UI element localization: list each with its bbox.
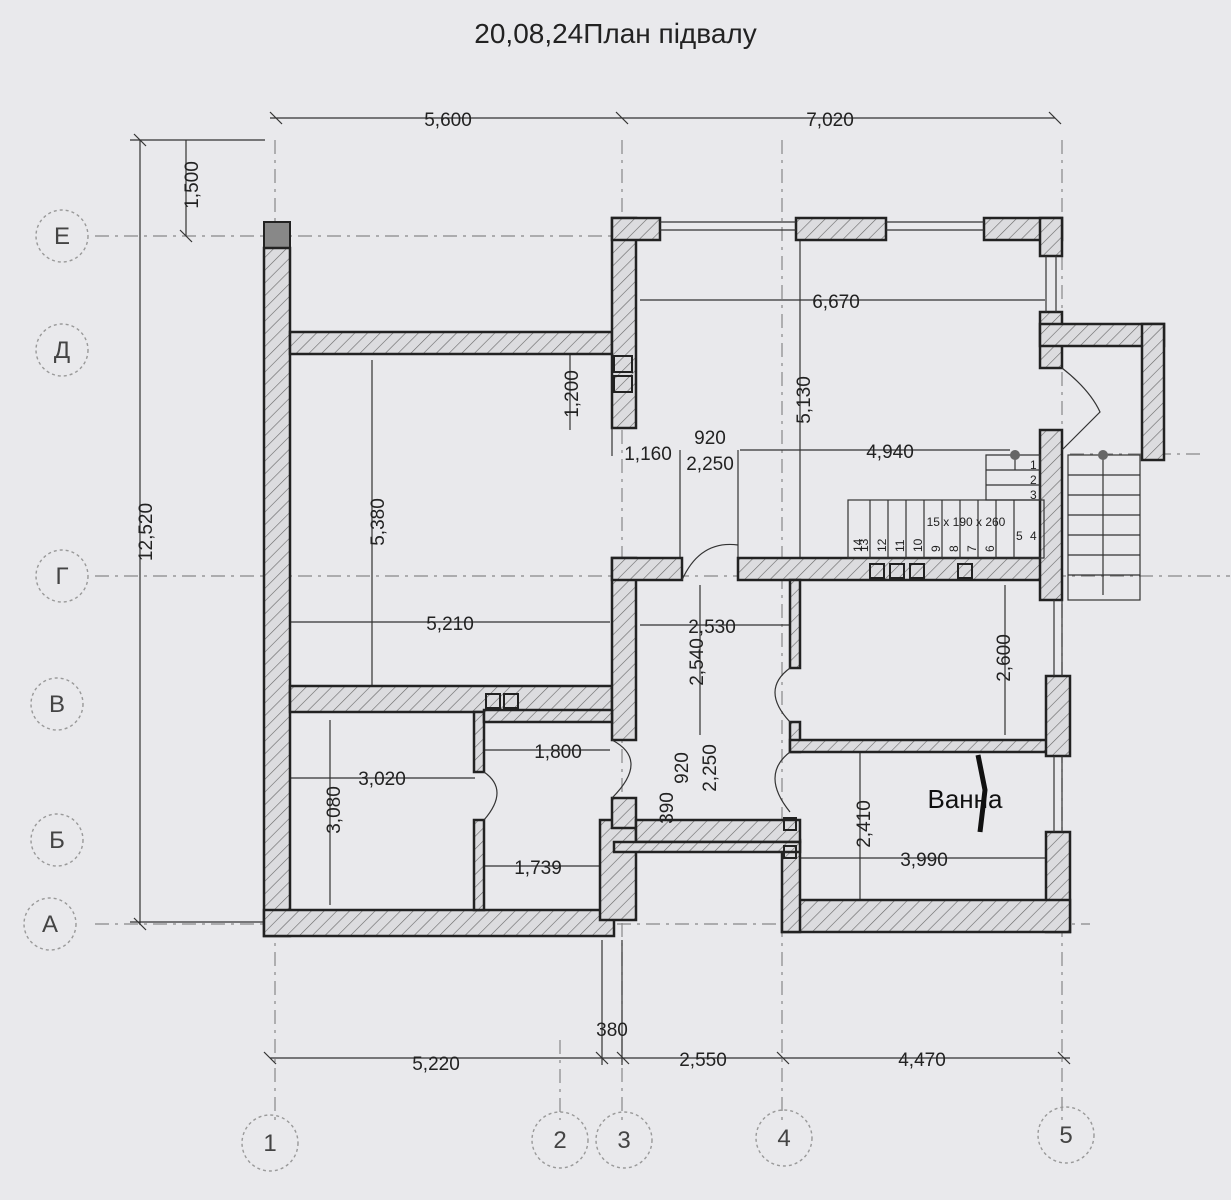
- dim-920b: 920: [672, 752, 693, 784]
- stair-step-1: 1: [1030, 458, 1037, 472]
- stair-step-4: 4: [1030, 529, 1037, 543]
- page-title: 20,08,24План підвалу: [474, 18, 757, 49]
- dim-hall-lower: 4,940: [866, 442, 914, 463]
- dim-small-room-width: 3,020: [358, 769, 406, 790]
- stair-step-5: 5: [1016, 529, 1023, 543]
- pen-mark: [975, 754, 988, 833]
- stair-step-8: 8: [947, 545, 961, 552]
- dim-closet-lower: 1,739: [514, 858, 562, 879]
- dim-top-left: 5,600: [424, 110, 472, 131]
- axis-row-b: Б: [49, 827, 65, 854]
- stair-step-13: 13: [857, 538, 871, 552]
- windows: [660, 221, 1063, 832]
- walls: [262, 216, 1166, 938]
- axis-col-5: 5: [1059, 1122, 1072, 1149]
- stair-step-9: 9: [929, 545, 943, 552]
- stairs-spec: 15 x 190 x 260: [927, 515, 1006, 529]
- dim-bottom-b: 380: [596, 1020, 628, 1041]
- axis-row-a: А: [42, 911, 58, 938]
- stair-step-11: 11: [893, 539, 907, 552]
- dim-bath-width: 3,990: [900, 850, 948, 871]
- axis-row-d: Д: [54, 337, 70, 364]
- dim-920a: 920: [694, 428, 726, 449]
- dim-room-big-height: 5,380: [368, 498, 389, 546]
- dim-390: 390: [657, 792, 678, 824]
- dimension-lines: [130, 111, 1071, 1065]
- stair-step-2: 2: [1030, 473, 1037, 487]
- stair-step-12: 12: [875, 538, 889, 552]
- staircase: [847, 450, 1141, 601]
- dim-2250b: 2,250: [700, 744, 721, 792]
- dim-bottom-d: 4,470: [898, 1050, 946, 1071]
- dim-left-overall: 12,520: [136, 503, 157, 561]
- axis-col-2: 2: [553, 1127, 566, 1154]
- stair-step-3: 3: [1030, 488, 1037, 502]
- axis-row-e: Е: [54, 223, 70, 250]
- axis-col-4: 4: [777, 1125, 790, 1152]
- dim-hall-width: 6,670: [812, 292, 860, 313]
- dim-bath-height: 2,410: [854, 800, 875, 848]
- dim-hall-height: 5,130: [794, 376, 815, 424]
- dim-small-room-height: 3,080: [324, 786, 345, 834]
- axis-row-v: В: [49, 691, 65, 718]
- vent-ducts: [485, 355, 973, 859]
- doors: [483, 367, 1101, 821]
- axis-col-3: 3: [617, 1127, 630, 1154]
- room-label-bath: Ванна: [928, 784, 1004, 814]
- axis-row-g: Г: [56, 563, 69, 590]
- dim-closet-width: 1,800: [534, 742, 582, 763]
- axis-markers: [23, 209, 1095, 1172]
- stair-step-14: 14: [851, 538, 865, 552]
- dim-bottom-a: 5,220: [412, 1054, 460, 1075]
- dim-room-right-height: 2,600: [994, 634, 1015, 682]
- stair-step-7: 7: [965, 545, 979, 552]
- axis-col-1: 1: [263, 1130, 276, 1157]
- stair-step-10: 10: [911, 538, 925, 552]
- dim-corr-height: 2,540: [687, 638, 708, 686]
- dim-top-right: 7,020: [806, 110, 854, 131]
- dim-left-top: 1,500: [182, 161, 203, 209]
- dim-niche: 1,200: [562, 370, 583, 418]
- dim-1160: 1,160: [624, 444, 672, 465]
- dim-2250a: 2,250: [686, 454, 734, 475]
- dim-room-big-width: 5,210: [426, 614, 474, 635]
- stair-step-6: 6: [983, 545, 997, 552]
- dim-corr-width: 2,530: [688, 617, 736, 638]
- dim-bottom-c: 2,550: [679, 1050, 727, 1071]
